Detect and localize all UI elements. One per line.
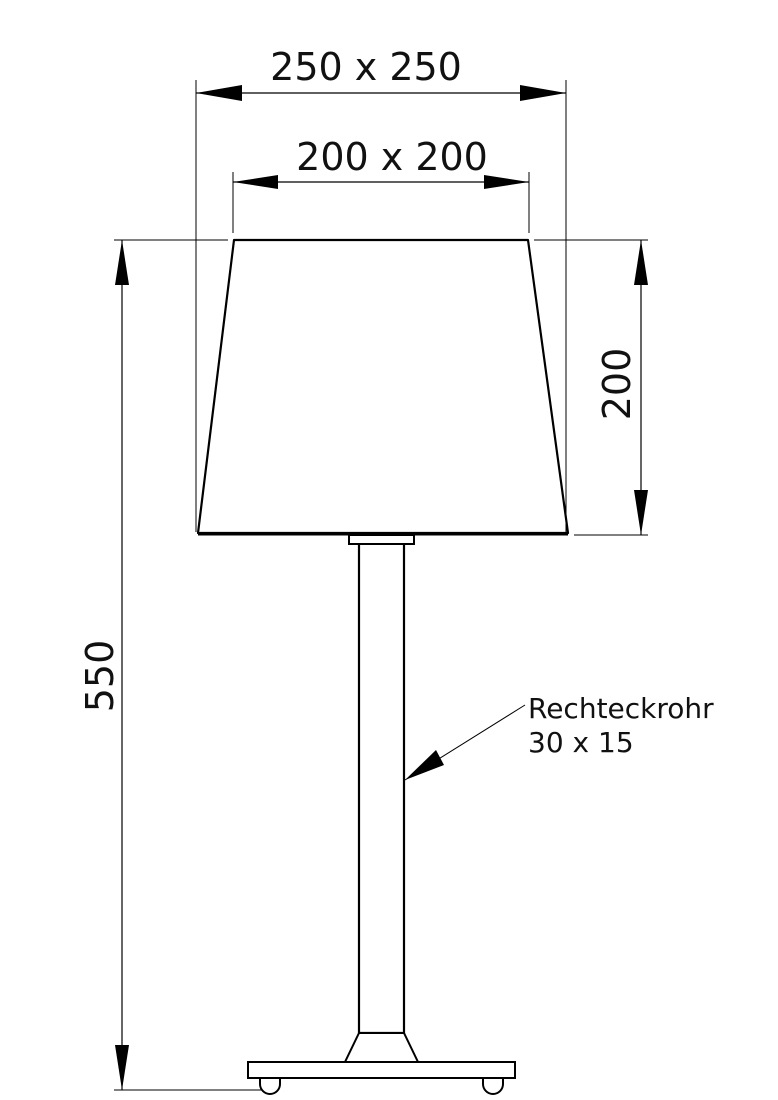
dim-250: 250 x 250: [195, 45, 567, 532]
lamp-shade: [196, 238, 570, 536]
lamp-base: [247, 1061, 516, 1095]
dim-550: 550: [78, 240, 262, 1091]
dim-200-width-label: 200 x 200: [296, 135, 488, 179]
dim-200-height: 200: [574, 240, 648, 536]
tube-annotation: Rechteckrohr 30 x 15: [404, 692, 714, 781]
dim-200-width: 200 x 200: [232, 135, 530, 233]
annotation-line2: 30 x 15: [528, 726, 634, 759]
dim-250-label: 250 x 250: [270, 45, 462, 89]
dim-550-label: 550: [78, 640, 122, 713]
dim-200-height-label: 200: [595, 348, 639, 421]
annotation-line1: Rechteckrohr: [528, 692, 714, 725]
lamp-stem: [343, 534, 420, 1063]
